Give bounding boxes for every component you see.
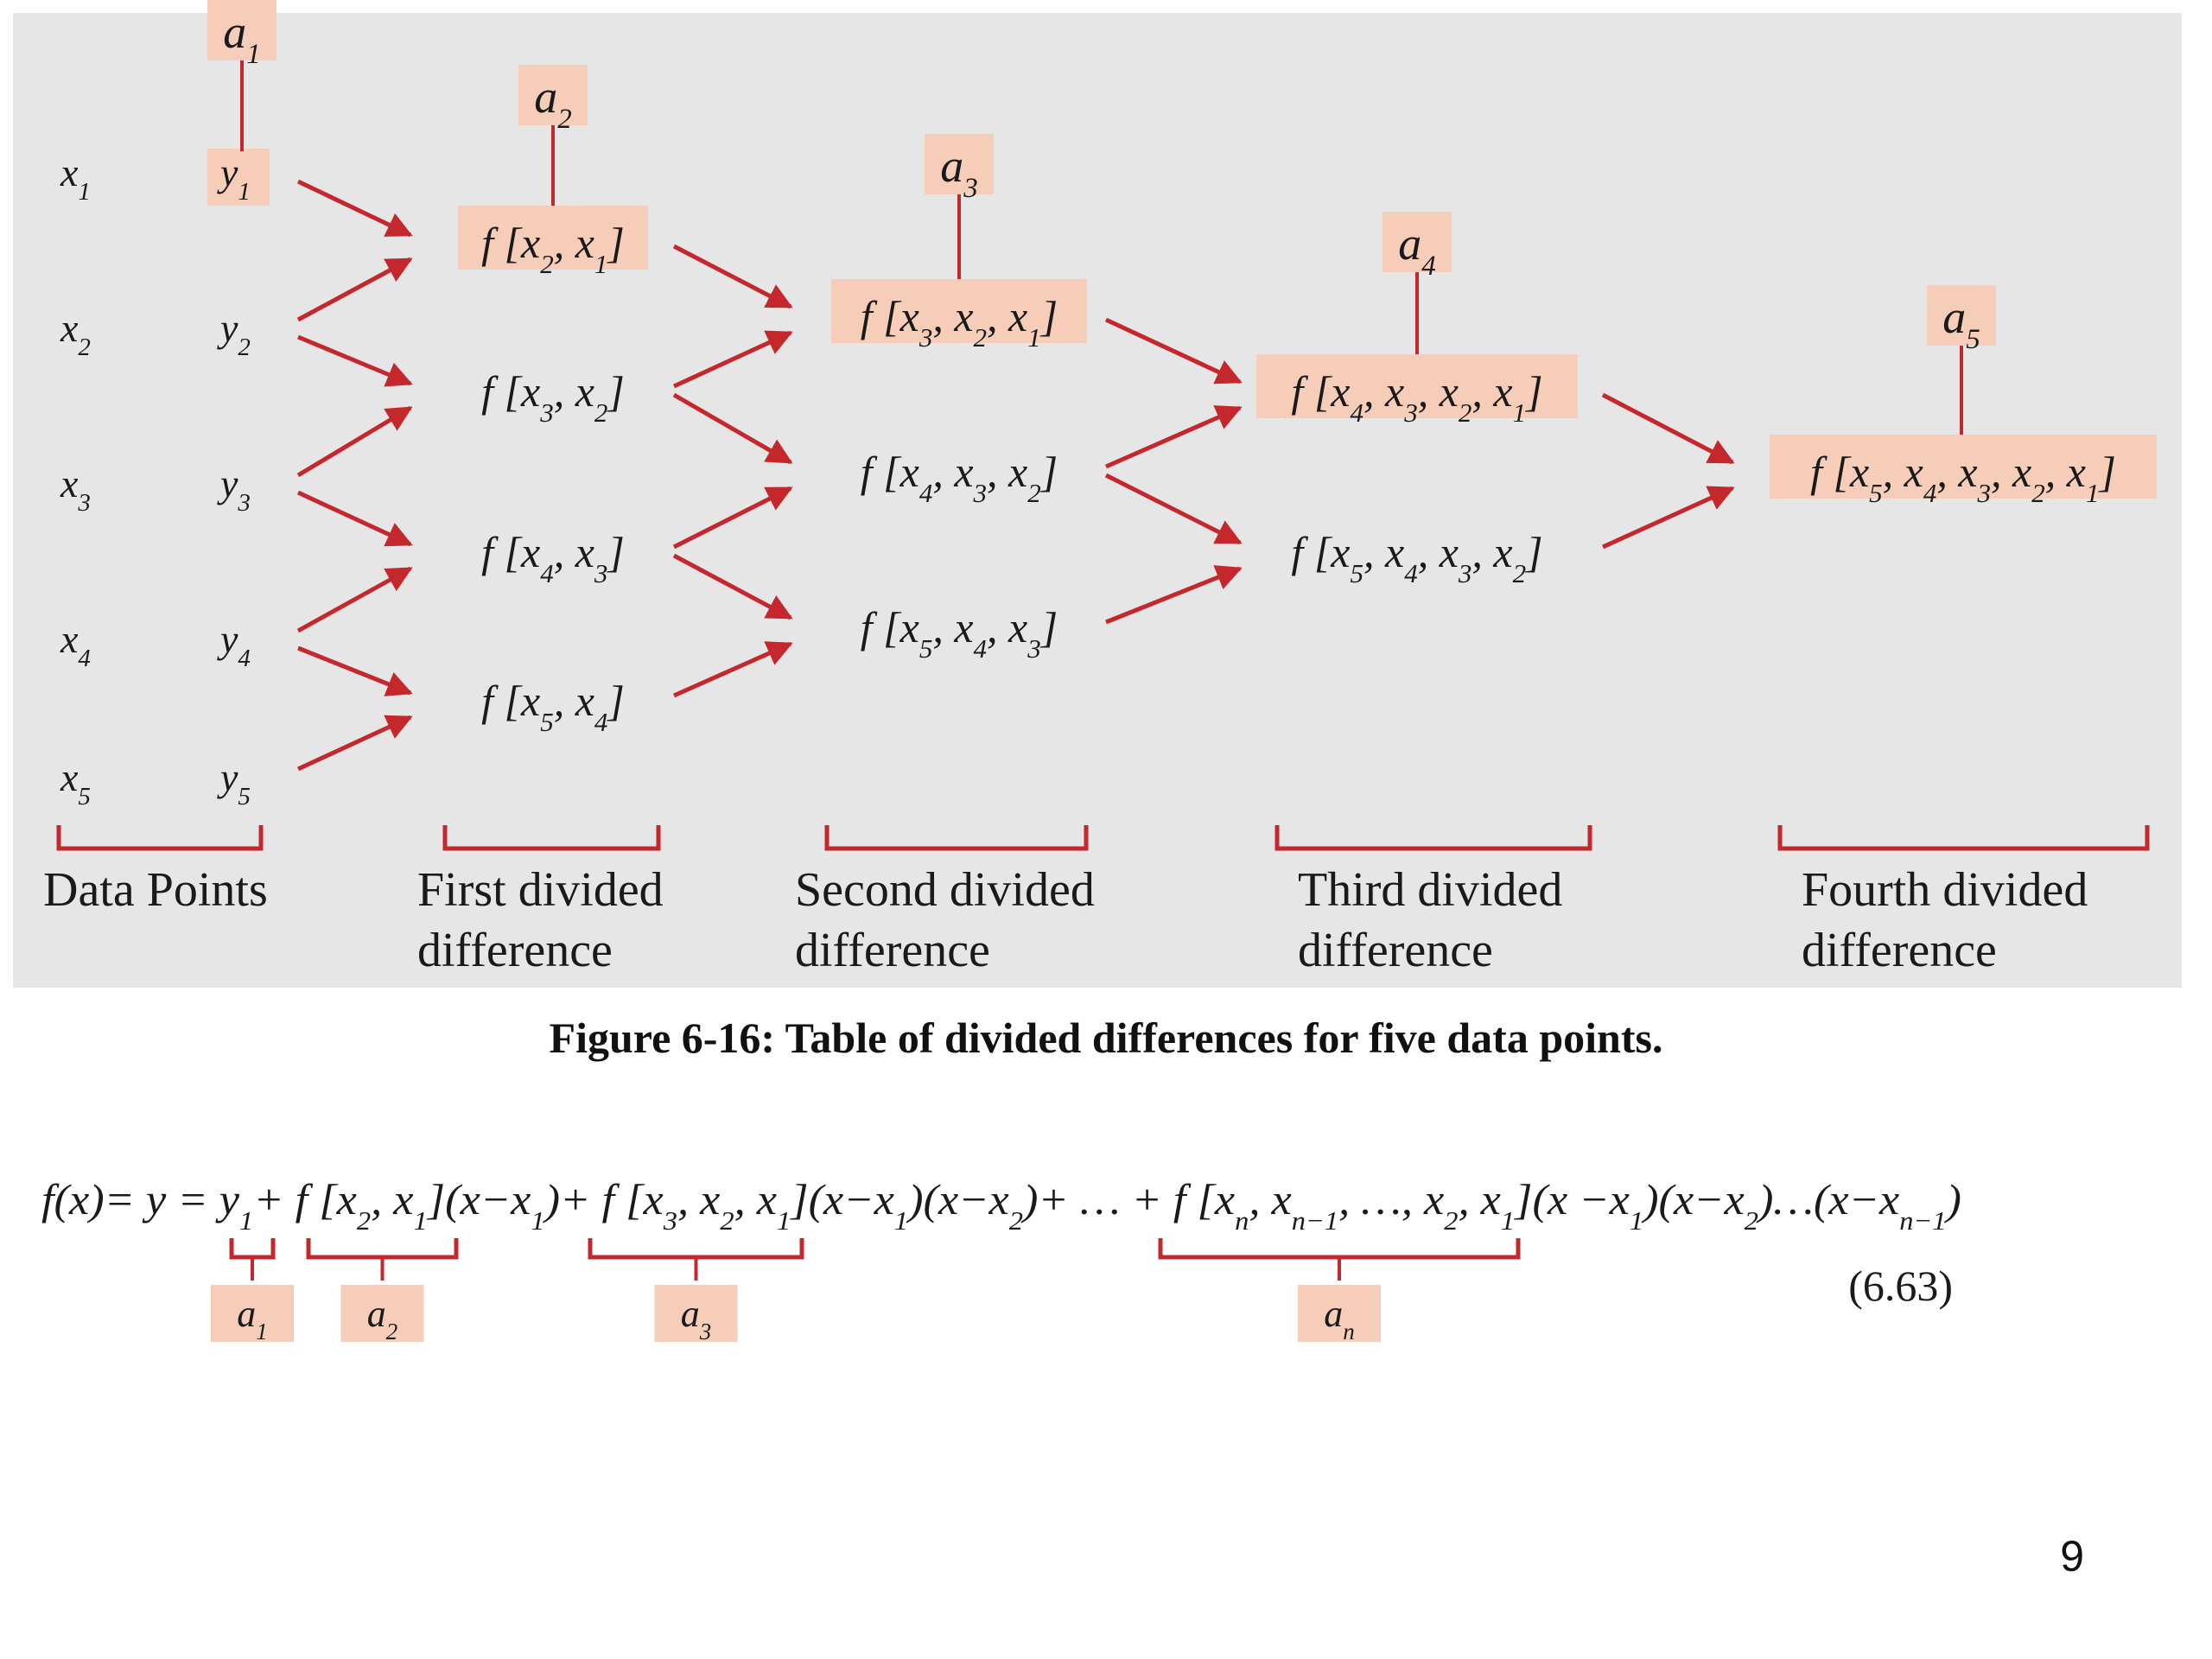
arrow-s1-t1: [1104, 317, 1243, 385]
arrow-s3-t2: [1105, 565, 1243, 625]
eq-coef-a1-box: [211, 1285, 294, 1342]
label-data-1: Data Points: [43, 863, 268, 917]
data-x-3: x3: [60, 461, 91, 517]
coef-a5: a5: [1942, 291, 1980, 355]
arrow-d2-f2: [297, 334, 413, 387]
bracket-fourth: [1777, 825, 2150, 851]
coef-a2-box: [518, 65, 588, 125]
second-diff-3: f [x5, x4, x3]: [861, 603, 1058, 664]
arrow-d3-f3: [296, 490, 413, 547]
label-third-1: Third divided: [1298, 863, 1562, 917]
coef-a4: a4: [1398, 218, 1436, 282]
eq-bracket-a1: [229, 1238, 276, 1260]
label-second-2: difference: [795, 924, 990, 977]
first-diff-1: f [x2, x1]: [481, 219, 625, 279]
arrow-s2-t1: [1104, 405, 1243, 469]
first-diff-4: f [x5, x4]: [481, 677, 625, 737]
arrow-d4-f4: [297, 645, 413, 696]
third-diff-1: f [x4, x3, x2, x1]: [1291, 367, 1542, 428]
page-number: 9: [2060, 1532, 2084, 1580]
arrow-t1-q1: [1601, 392, 1735, 465]
arrow-f3-s2: [672, 486, 793, 550]
arrow-d1-f1: [296, 179, 413, 238]
arrow-d5-f4: [296, 715, 413, 772]
coef-a4-box: [1382, 212, 1452, 272]
coef-a5-box: [1927, 285, 1996, 346]
data-x-1: x1: [60, 150, 91, 206]
first-diff-highlight: [458, 206, 648, 270]
y1-highlight: [207, 149, 270, 206]
eq-coef-a2-box: [340, 1285, 424, 1342]
arrow-d3-f2: [296, 405, 413, 478]
bracket-first: [442, 825, 661, 851]
arrow-d2-f1: [296, 257, 413, 322]
arrow-f4-s3: [672, 641, 793, 698]
equation-number: (6.63): [1848, 1262, 1953, 1310]
coef-a2: a2: [534, 71, 572, 135]
coef-a3: a3: [940, 140, 978, 204]
eq-bracket-a2: [306, 1238, 459, 1260]
label-fourth-2: difference: [1802, 924, 1997, 977]
eq-coef-a3: a3: [681, 1293, 712, 1344]
data-y-4: y4: [217, 617, 251, 672]
arrow-d4-f3: [296, 566, 413, 633]
third-diff-2: f [x5, x4, x3, x2]: [1291, 528, 1542, 588]
label-third-2: difference: [1298, 924, 1493, 977]
arrow-f3-s3: [672, 553, 793, 620]
coef-a3-box: [925, 134, 994, 194]
equation-text: f(x)= y = y1+ f [x2, x1](x−x1)+ f [x3, x…: [41, 1175, 1961, 1236]
fourth-diff-highlight: [1770, 435, 2157, 499]
bracket-third: [1274, 825, 1592, 851]
eq-coef-a1: a1: [237, 1293, 268, 1344]
data-y-3: y3: [217, 461, 251, 517]
data-y-2: y2: [217, 306, 251, 361]
label-second-1: Second divided: [795, 863, 1095, 917]
eq-bracket-an: [1158, 1238, 1521, 1260]
coef-a1: a1: [223, 6, 261, 70]
diagram-panel: [13, 13, 2182, 988]
eq-coef-an: an: [1324, 1293, 1355, 1344]
eq-coef-a2: a2: [367, 1293, 398, 1344]
arrow-f2-s1: [672, 330, 793, 389]
bracket-second: [824, 825, 1089, 851]
data-x-2: x2: [60, 306, 91, 361]
first-diff-3: f [x4, x3]: [481, 528, 625, 588]
arrow-t2-q1: [1601, 486, 1735, 550]
arrow-f2-s2: [672, 392, 793, 465]
label-first-2: difference: [417, 924, 613, 977]
arrow-s2-t2: [1104, 473, 1243, 545]
eq-bracket-a3: [588, 1238, 804, 1260]
data-x-5: x5: [60, 755, 91, 810]
data-x-4: x4: [60, 617, 91, 672]
eq-coef-a3-box: [654, 1285, 738, 1342]
fourth-diff-1: f [x5, x4, x3, x2, x1]: [1810, 448, 2116, 508]
data-y-1: y1: [217, 150, 251, 206]
coef-a1-box: [207, 0, 276, 60]
divided-difference-diagram: x1 x2 x3 x4 x5 y1 y2 y3 y4 y5 a1 f [x2, x1] f [x3, x…: [43, 0, 2157, 977]
first-diff-2: f [x3, x2]: [481, 367, 625, 428]
label-fourth-1: Fourth divided: [1802, 863, 2088, 917]
second-diff-2: f [x4, x3, x2]: [861, 448, 1058, 508]
second-diff-highlight: [831, 279, 1087, 343]
bracket-data: [56, 825, 264, 851]
arrow-f1-s1: [672, 244, 793, 309]
second-diff-1: f [x3, x2, x1]: [861, 292, 1058, 353]
third-diff-highlight: [1256, 354, 1578, 418]
label-first-1: First divided: [417, 863, 664, 917]
data-y-5: y5: [217, 755, 251, 810]
eq-coef-an-box: [1298, 1285, 1381, 1342]
figure-caption: Figure 6-16: Table of divided difference…: [549, 1014, 1663, 1062]
